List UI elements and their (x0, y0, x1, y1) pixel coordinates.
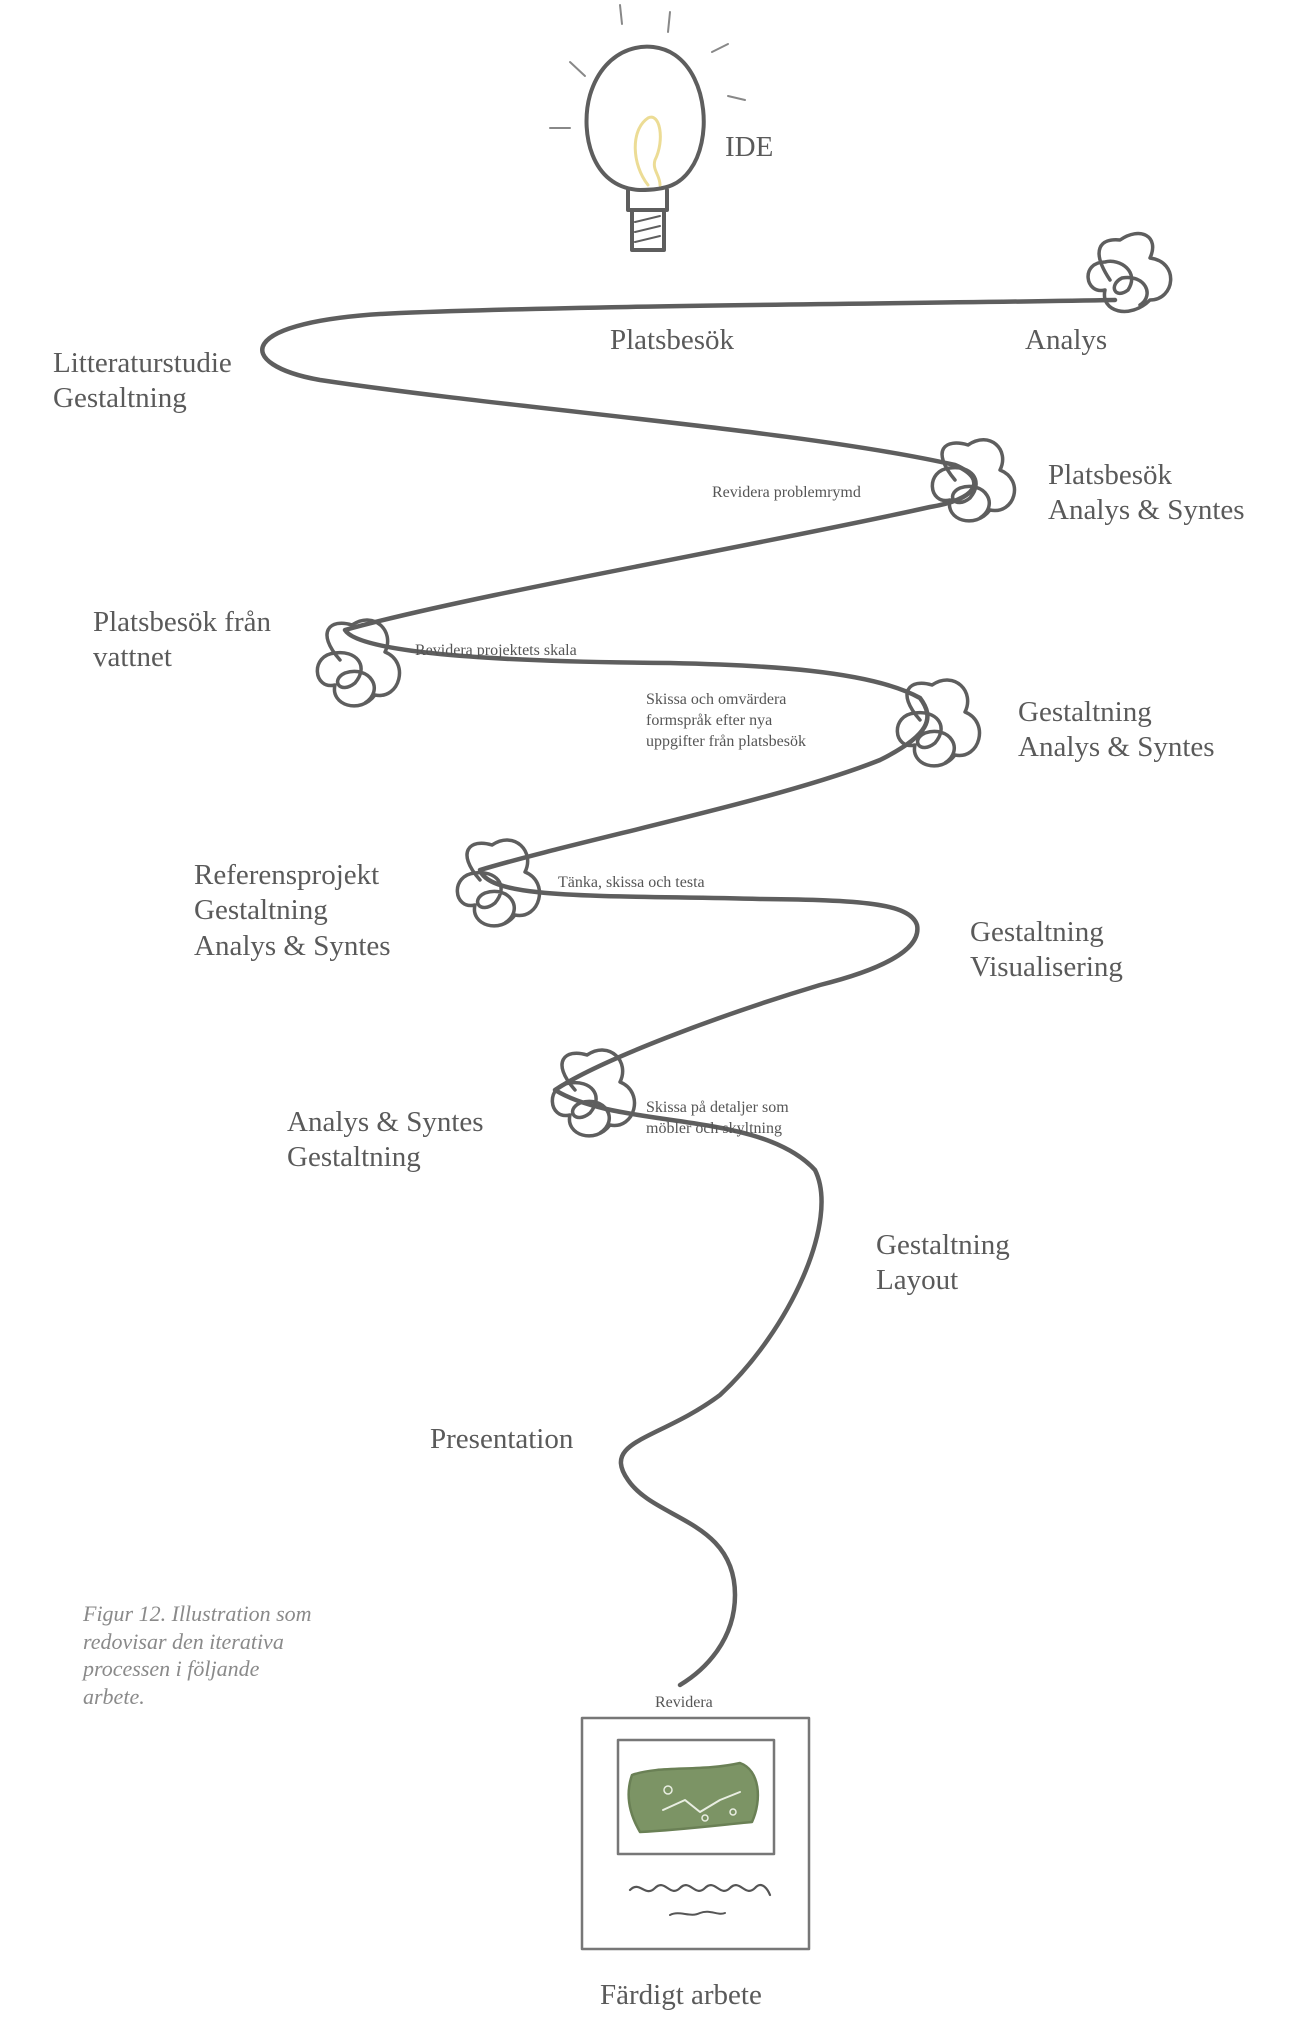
label-skissa-detaljer: Skissa på detaljer som möbler och skyltn… (646, 1099, 789, 1137)
label-revidera-problemrymd: Revidera problemrymd (712, 484, 861, 501)
scribble-knot-analys (1086, 231, 1173, 314)
scribble-knot-referens (455, 838, 542, 928)
label-analys-syntes: Analys & Syntes Gestaltning (287, 1106, 484, 1174)
label-litteraturstudie: Litteraturstudie Gestaltning (53, 347, 232, 415)
label-referensprojekt: Referensprojekt Gestaltning Analys & Syn… (194, 859, 391, 962)
figure-caption: Figur 12. Illustration som redovisar den… (83, 1601, 312, 1709)
label-ide: IDE (725, 131, 774, 163)
label-platsbesok: Platsbesök (610, 324, 735, 356)
scribble-knot-gestaltning-analys (895, 678, 982, 768)
label-revidera: Revidera (655, 1694, 713, 1711)
label-analys: Analys (1025, 324, 1108, 356)
label-platsbesok-analys: Platsbesök Analys & Syntes (1048, 459, 1245, 527)
scribble-knot-vattnet (315, 618, 402, 708)
label-presentation: Presentation (430, 1423, 574, 1455)
label-gestaltning-layout: Gestaltning Layout (876, 1229, 1010, 1297)
light-bulb-icon (549, 4, 746, 252)
label-fardigt-arbete: Färdigt arbete (600, 1979, 762, 2011)
process-path (260, 297, 1118, 1688)
scribble-knot-platsbesok-analys (930, 438, 1017, 523)
label-platsbesok-vattnet: Platsbesök från vattnet (93, 606, 271, 674)
finished-work-sheet (580, 1716, 811, 1951)
label-revidera-skala: Revidera projektets skala (415, 642, 577, 659)
scribble-knot-analys-syntes (550, 1048, 637, 1138)
label-tanka-skissa: Tänka, skissa och testa (558, 874, 705, 891)
label-gestaltning-visualisering: Gestaltning Visualisering (970, 916, 1123, 984)
label-gestaltning-analys: Gestaltning Analys & Syntes (1018, 696, 1215, 764)
label-skissa-omvardera: Skissa och omvärdera formspråk efter nya… (646, 691, 806, 750)
